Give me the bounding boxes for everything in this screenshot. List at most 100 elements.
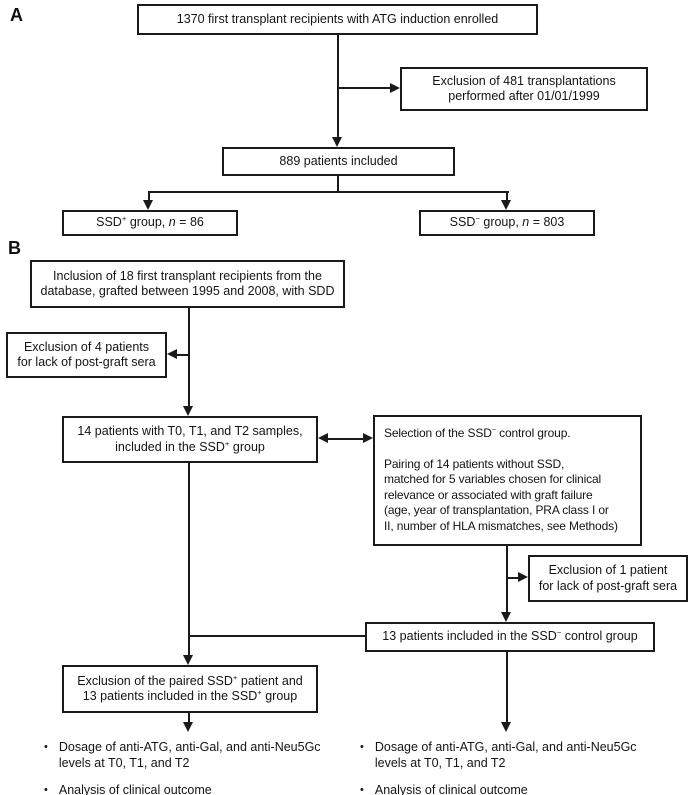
box-inclusion-18-line1: Inclusion of 18 first transplant recipie… (53, 268, 322, 283)
bullet-icon: • (44, 741, 48, 753)
box-selection-control: Selection of the SSD− control group. Pai… (373, 415, 642, 546)
box-selection-para-line2: matched for 5 variables chosen for clini… (384, 472, 601, 487)
box-14-patients-line2-pre: included in the SSD (115, 439, 225, 454)
flow-line-b-pairing-link (328, 438, 363, 440)
ssd-positive-n: n (168, 215, 176, 230)
box-14-patients-sup: + (224, 438, 230, 448)
arrowhead-link-left (318, 433, 328, 443)
outcome-dosage-line2: levels at T0, T1, and T2 (58, 755, 190, 770)
box-13-patients-sup: − (556, 628, 562, 638)
flow-line-a-exclusion-branch (338, 87, 390, 89)
flow-line-b-connector (190, 635, 365, 637)
box-exclusion-paired-line2-post: group (261, 689, 298, 703)
flow-line-b-right-out (506, 652, 508, 722)
flow-line-b-exclusion1-branch (508, 577, 518, 579)
box-enrolled: 1370 first transplant recipients with AT… (137, 4, 538, 35)
arrowhead-into-14-patients (183, 406, 193, 416)
box-selection-para-line1: Pairing of 14 patients without SSD, (384, 456, 565, 471)
ssd-negative-sup: − (475, 214, 480, 224)
outcomes-list-left: • Dosage of anti-ATG, anti-Gal, and anti… (44, 740, 354, 795)
flow-line-a-right-drop (506, 191, 508, 201)
outcome-analysis: Analysis of clinical outcome (374, 782, 528, 795)
ssd-positive-mid: group, (126, 215, 169, 230)
box-inclusion-18-line2: database, grafted between 1995 and 2008,… (40, 284, 335, 298)
flow-line-b-left-out (188, 713, 190, 722)
box-exclusion-paired: Exclusion of the paired SSD+ patient and… (62, 665, 318, 713)
box-13-patients-pre: 13 patients included in the SSD (382, 629, 557, 644)
box-exclusion-paired-sup1: + (232, 672, 238, 682)
box-exclusion-481: Exclusion of 481 transplantations perfor… (400, 67, 648, 111)
box-selection-spacer (384, 442, 636, 457)
box-exclusion-481-line2: performed after 01/01/1999 (448, 89, 600, 103)
box-exclusion-1-line1: Exclusion of 1 patient (548, 563, 668, 577)
box-exclusion-4-line2: for lack of post-graft sera (17, 355, 156, 369)
arrowhead-into-889 (332, 137, 342, 147)
ssd-negative-mid: group, (479, 215, 523, 230)
arrowhead-into-exclusion-paired (183, 655, 193, 665)
arrowhead-into-exclusion-1 (518, 572, 528, 582)
ssd-positive-eq: = 86 (175, 215, 204, 230)
box-14-patients-line1: 14 patients with T0, T1, and T2 samples, (77, 424, 303, 438)
flow-line-b-exclusion4-branch (177, 354, 190, 356)
arrowhead-into-exclusion-4 (167, 349, 177, 359)
box-14-patients-line2-post: group (229, 439, 265, 454)
box-exclusion-481-line1: Exclusion of 481 transplantations (432, 73, 616, 88)
box-14-patients: 14 patients with T0, T1, and T2 samples,… (62, 416, 318, 463)
outcome-dosage-line2: levels at T0, T1, and T2 (374, 755, 506, 770)
arrowhead-link-right (363, 433, 373, 443)
flow-line-a-below-889 (337, 176, 339, 193)
list-item: • Analysis of clinical outcome (360, 783, 680, 795)
box-889-included-text: 889 patients included (279, 153, 398, 168)
box-inclusion-18: Inclusion of 18 first transplant recipie… (30, 260, 345, 308)
ssd-positive-base: SSD (96, 215, 122, 230)
bullet-icon: • (44, 783, 48, 795)
outcome-analysis: Analysis of clinical outcome (58, 782, 212, 795)
flow-line-b-stem-right (506, 546, 508, 612)
box-exclusion-paired-sup2: + (257, 687, 262, 697)
arrowhead-into-exclusion-481 (390, 83, 400, 93)
list-item: • Analysis of clinical outcome (44, 783, 354, 795)
box-exclusion-1: Exclusion of 1 patient for lack of post-… (528, 555, 688, 602)
flow-line-a-split (148, 191, 509, 193)
box-ssd-positive-group: SSD+ group, n = 86 (62, 210, 238, 236)
box-selection-para-line4: (age, year of transplantation, PRA class… (384, 503, 609, 518)
arrowhead-into-ssd-negative (501, 200, 511, 210)
box-exclusion-4-line1: Exclusion of 4 patients (23, 339, 150, 354)
outcome-dosage-line1: Dosage of anti-ATG, anti-Gal, and anti-N… (374, 740, 637, 754)
box-enrolled-text: 1370 first transplant recipients with AT… (176, 11, 499, 26)
ssd-negative-base: SSD (449, 215, 476, 230)
box-889-included: 889 patients included (222, 147, 455, 176)
bullet-icon: • (360, 741, 364, 753)
flow-line-a-left-drop (148, 191, 150, 201)
box-ssd-negative-group: SSD− group, n = 803 (419, 210, 595, 236)
box-exclusion-paired-line1-pre: Exclusion of the paired SSD (77, 673, 233, 688)
panel-b-label: B (8, 238, 21, 258)
arrowhead-into-13-patients (501, 612, 511, 622)
box-exclusion-paired-line2-pre: 13 patients included in the SSD (82, 689, 258, 703)
box-13-patients-control: 13 patients included in the SSD− control… (365, 622, 655, 652)
ssd-positive-sup: + (121, 214, 127, 224)
list-item: • Dosage of anti-ATG, anti-Gal, and anti… (360, 740, 680, 772)
box-13-patients-post: control group (561, 629, 638, 644)
panel-a-label: A (10, 5, 23, 25)
box-selection-sup: − (491, 425, 496, 434)
flow-line-a-stem (337, 35, 339, 137)
box-exclusion-1-line2: for lack of post-graft sera (538, 578, 678, 593)
outcomes-list-right: • Dosage of anti-ATG, anti-Gal, and anti… (360, 740, 680, 795)
outcome-dosage-line1: Dosage of anti-ATG, anti-Gal, and anti-N… (58, 740, 321, 754)
arrowhead-into-outcomes-right (501, 722, 511, 732)
list-item: • Dosage of anti-ATG, anti-Gal, and anti… (44, 740, 354, 772)
arrowhead-into-ssd-positive (143, 200, 153, 210)
box-selection-para-line5: II, number of HLA mismatches, see Method… (384, 518, 618, 533)
flow-line-b-stem1 (188, 308, 190, 406)
box-selection-para-line3: relevance or associated with graft failu… (384, 487, 593, 502)
ssd-negative-n: n (522, 215, 530, 230)
box-exclusion-4: Exclusion of 4 patients for lack of post… (6, 332, 167, 378)
box-selection-title-post: control group. (495, 426, 571, 440)
box-exclusion-paired-line1-post: patient and (237, 673, 303, 688)
box-selection-title-pre: Selection of the SSD (384, 426, 492, 440)
arrowhead-into-outcomes-left (183, 722, 193, 732)
flow-line-b-stem-left-long (188, 463, 190, 655)
bullet-icon: • (360, 783, 364, 795)
